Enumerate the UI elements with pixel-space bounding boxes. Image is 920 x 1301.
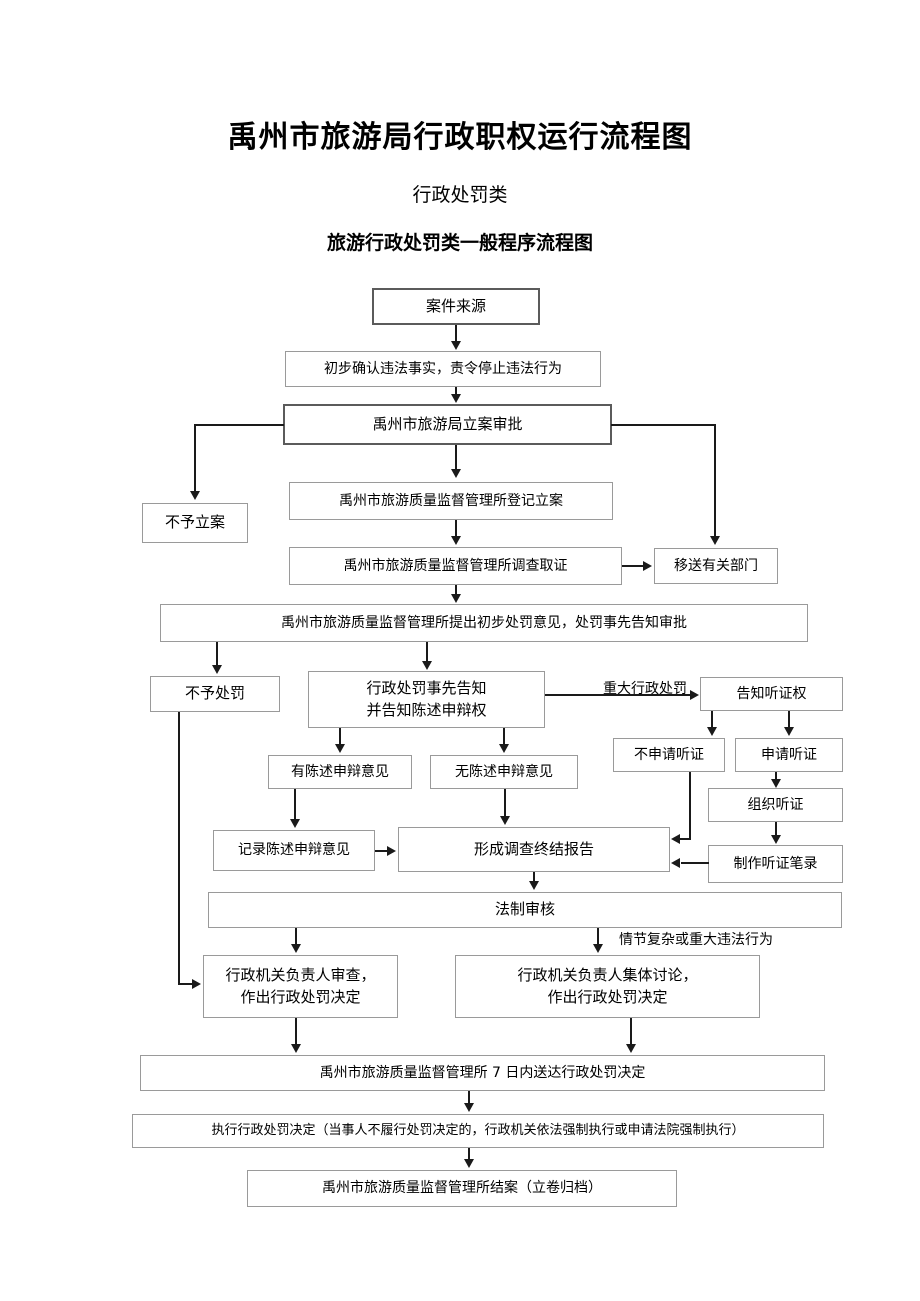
- node-organize-hearing: 组织听证: [708, 788, 843, 822]
- node-no-case-filing: 不予立案: [142, 503, 248, 543]
- arrow-prenotice-to-nostmt: [499, 744, 509, 753]
- node-no-hearing-application: 不申请听证: [613, 738, 725, 772]
- node-no-statement: 无陈述申辩意见: [430, 755, 578, 789]
- node-hearing-record: 制作听证笔录: [708, 845, 843, 883]
- node-legal-review: 法制审核: [208, 892, 842, 928]
- node-close-case: 禹州市旅游质量监督管理所结案（立卷归档）: [247, 1170, 677, 1207]
- arrow-decidegroup-to-deliver: [626, 1044, 636, 1053]
- arrow-recordstmt-to-finalreport: [387, 846, 396, 856]
- node-preliminary-penalty-opinion: 禹州市旅游质量监督管理所提出初步处罚意见，处罚事先告知审批: [160, 604, 808, 642]
- node-investigation: 禹州市旅游质量监督管理所调查取证: [289, 547, 622, 585]
- node-decision-group-discussion: 行政机关负责人集体讨论， 作出行政处罚决定: [455, 955, 760, 1018]
- arrow-apply-to-organize: [771, 779, 781, 788]
- edge-nopenalty-to-decidesingle-h: [178, 983, 193, 985]
- node-record-statement: 记录陈述申辩意见: [213, 830, 375, 871]
- node-no-penalty: 不予处罚: [150, 676, 280, 712]
- arrow-legalreview-to-decidegroup: [593, 944, 603, 953]
- arrow-legalreview-to-decidesingle: [291, 944, 301, 953]
- edge-approval-to-nocase-h: [194, 424, 284, 426]
- arrow-hearingright-to-noapply: [707, 727, 717, 736]
- edge-prenotice-to-nostmt: [503, 728, 505, 745]
- page-title: 禹州市旅游局行政职权运行流程图: [227, 120, 693, 155]
- edge-investigate-to-transfer: [622, 565, 644, 567]
- edge-opinion-to-prenotice: [426, 642, 428, 662]
- page-subtitle-category: 行政处罚类: [412, 184, 508, 206]
- arrow-approval-to-register: [451, 469, 461, 478]
- arrow-confirm-to-approval: [451, 394, 461, 403]
- edge-opinion-to-nopenalty: [216, 642, 218, 666]
- edge-hearingright-to-noapply: [711, 711, 713, 729]
- arrow-investigate-to-opinion: [451, 594, 461, 603]
- edge-prenotice-to-hasstmt: [339, 728, 341, 745]
- edge-approval-to-transfer-v: [714, 424, 716, 536]
- arrow-prenotice-to-hasstmt: [335, 744, 345, 753]
- node-case-filing-approval: 禹州市旅游局立案审批: [283, 404, 612, 445]
- edge-noapply-to-finalreport-h: [680, 838, 691, 840]
- edge-recordstmt-to-finalreport: [375, 850, 388, 852]
- node-hearing-application: 申请听证: [735, 738, 843, 772]
- arrow-approval-to-transfer: [710, 536, 720, 545]
- arrow-deliver-to-execute: [464, 1103, 474, 1112]
- node-deliver-decision: 禹州市旅游质量监督管理所 7 日内送达行政处罚决定: [140, 1055, 825, 1091]
- arrow-prenotice-to-hearingright: [690, 690, 699, 700]
- node-preliminary-confirmation: 初步确认违法事实，责令停止违法行为: [285, 351, 601, 387]
- edge-deliver-to-execute: [468, 1091, 470, 1104]
- node-case-source: 案件来源: [372, 288, 540, 325]
- edge-prenotice-to-hearingright: [545, 694, 691, 696]
- arrow-register-to-investigate: [451, 536, 461, 545]
- arrow-finalreport-to-legalreview: [529, 881, 539, 890]
- node-notify-hearing-right: 告知听证权: [700, 677, 843, 711]
- edge-apply-to-organize: [775, 772, 777, 780]
- arrow-source-to-confirm: [451, 341, 461, 350]
- node-decision-single-review: 行政机关负责人审查， 作出行政处罚决定: [203, 955, 398, 1018]
- edge-source-to-confirm: [455, 325, 457, 343]
- edge-hearingright-to-apply: [788, 711, 790, 729]
- arrow-nopenalty-to-decidesingle: [192, 979, 201, 989]
- edge-hearinglog-to-finalreport: [681, 862, 709, 864]
- edge-decidegroup-to-deliver: [630, 1018, 632, 1045]
- arrow-opinion-to-prenotice: [422, 661, 432, 670]
- node-has-statement: 有陈述申辩意见: [268, 755, 412, 789]
- edge-hasstmt-to-recordstmt: [294, 789, 296, 820]
- edge-decidesingle-to-deliver: [295, 1018, 297, 1045]
- edge-organize-to-hearinglog: [775, 822, 777, 836]
- edge-label-complex-case: 情节复杂或重大违法行为: [619, 932, 773, 948]
- edge-label-major-penalty: 重大行政处罚: [603, 681, 687, 697]
- edge-approval-to-register: [455, 445, 457, 470]
- edge-noapply-to-finalreport-v: [689, 772, 691, 840]
- arrow-nostmt-to-finalreport: [500, 816, 510, 825]
- arrow-hearinglog-to-finalreport: [671, 858, 680, 868]
- node-final-report: 形成调查终结报告: [398, 827, 670, 872]
- edge-register-to-investigate: [455, 520, 457, 537]
- node-execute-decision: 执行行政处罚决定（当事人不履行处罚决定的，行政机关依法强制执行或申请法院强制执行…: [132, 1114, 824, 1148]
- edge-execute-to-close: [468, 1148, 470, 1160]
- edge-approval-to-transfer-h: [611, 424, 716, 426]
- node-registration: 禹州市旅游质量监督管理所登记立案: [289, 482, 613, 520]
- edge-finalreport-to-legalreview: [533, 872, 535, 882]
- node-transfer-department: 移送有关部门: [654, 548, 778, 584]
- arrow-organize-to-hearinglog: [771, 835, 781, 844]
- arrow-opinion-to-nopenalty: [212, 665, 222, 674]
- page-subtitle-chart-name: 旅游行政处罚类一般程序流程图: [326, 232, 593, 254]
- edge-nopenalty-to-decidesingle-v: [178, 712, 180, 985]
- arrow-investigate-to-transfer: [643, 561, 652, 571]
- arrow-execute-to-close: [464, 1159, 474, 1168]
- arrow-decidesingle-to-deliver: [291, 1044, 301, 1053]
- arrow-noapply-to-finalreport: [671, 834, 680, 844]
- node-advance-notice: 行政处罚事先告知 并告知陈述申辩权: [308, 671, 545, 728]
- edge-legalreview-to-decidesingle: [295, 928, 297, 945]
- edge-investigate-to-opinion: [455, 585, 457, 595]
- edge-nostmt-to-finalreport: [504, 789, 506, 817]
- arrow-hearingright-to-apply: [784, 727, 794, 736]
- arrow-hasstmt-to-recordstmt: [290, 819, 300, 828]
- edge-legalreview-to-decidegroup: [597, 928, 599, 945]
- edge-confirm-to-approval: [455, 387, 457, 395]
- arrow-approval-to-nocase: [190, 491, 200, 500]
- edge-approval-to-nocase-v: [194, 424, 196, 492]
